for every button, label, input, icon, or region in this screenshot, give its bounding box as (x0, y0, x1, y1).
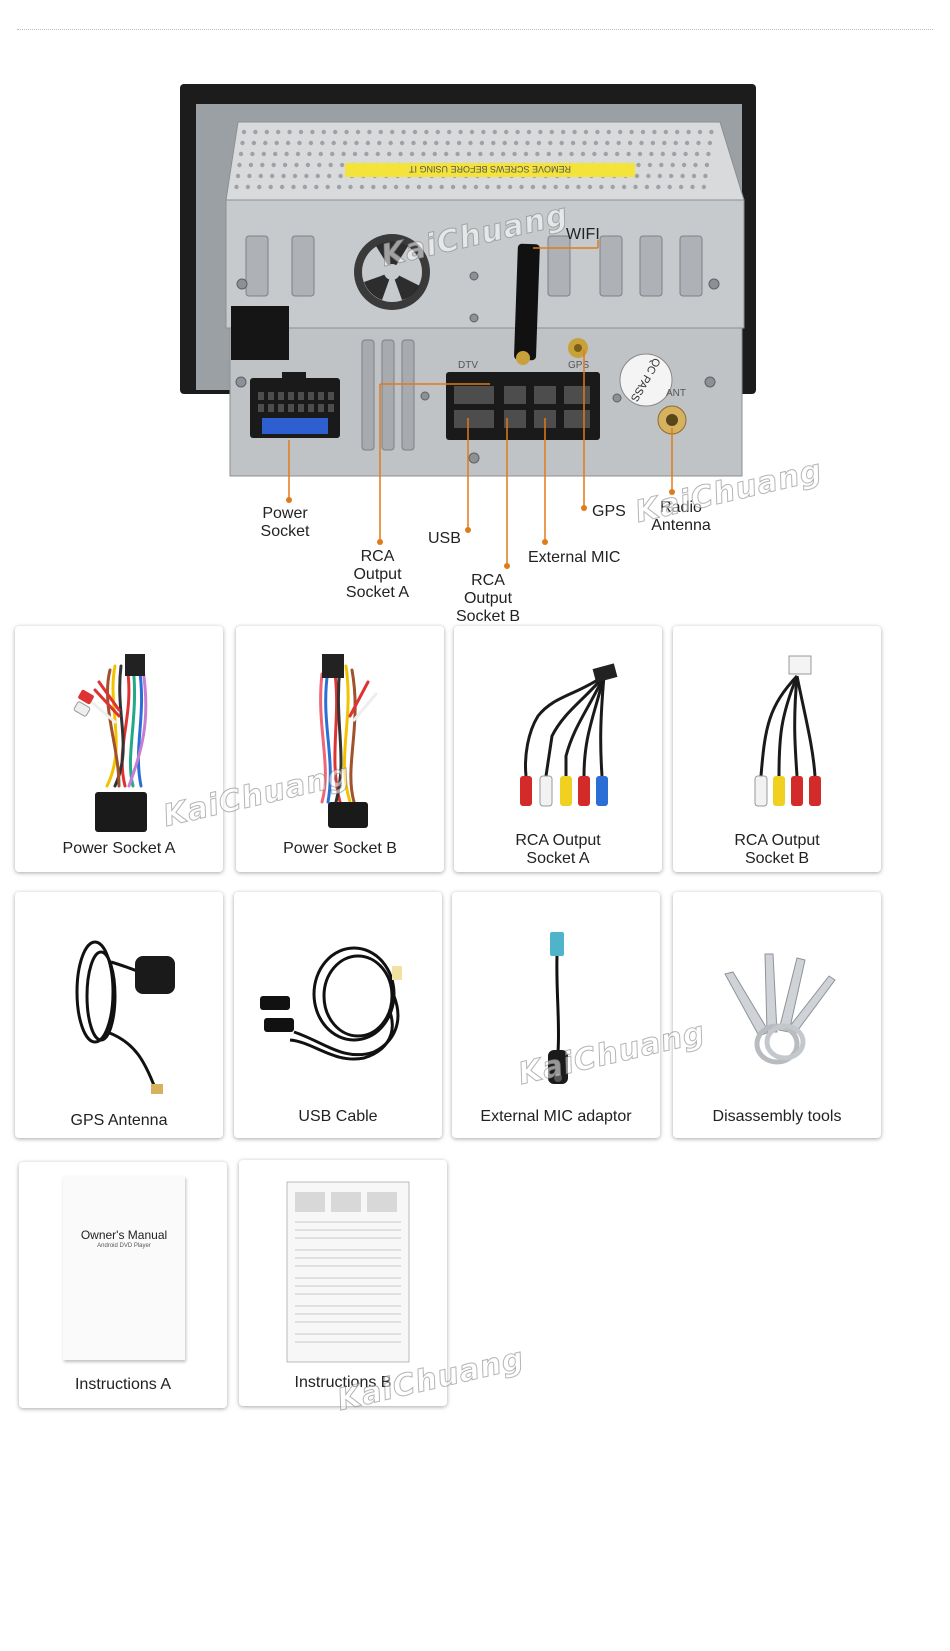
dtv-mark: DTV (458, 360, 478, 371)
card-label: Disassembly tools (712, 1108, 842, 1125)
callout-lines (286, 240, 675, 569)
gps-mark: GPS (568, 360, 589, 371)
callout-gps: GPS (592, 503, 626, 520)
usb-cable-image (260, 946, 402, 1061)
card-label: RCA Output Socket B (734, 832, 820, 867)
disassembly-tools-image (724, 953, 836, 1065)
sticker-text: REMOVE SCREWS BEFORE USING IT (408, 164, 571, 174)
card-label: Power Socket B (283, 840, 397, 857)
card-disassembly-tools: Disassembly tools (673, 892, 881, 1138)
unit-rear-illustration: REMOVE SCREWS BEFORE USING IT (180, 84, 756, 569)
card-instructions-a: Owner's Manual Android DVD Player Instru… (19, 1162, 227, 1408)
callout-external-mic: External MIC (528, 549, 621, 566)
card-power-socket-a: Power Socket A (15, 626, 223, 872)
gps-antenna-image (75, 940, 175, 1094)
card-label: Instructions B (294, 1374, 392, 1391)
card-rca-output-b: RCA Output Socket B (673, 626, 881, 872)
card-label: Instructions A (74, 1376, 172, 1393)
manual-pages-image (286, 1181, 410, 1363)
card-external-mic-adaptor: External MIC adaptor (452, 892, 660, 1138)
manual-subtitle: Android DVD Player (97, 1243, 151, 1249)
qc-pass-sticker (619, 353, 673, 407)
card-power-socket-b: Power Socket B (236, 626, 444, 872)
multi-connector (446, 372, 600, 440)
wifi-antenna (514, 243, 540, 361)
unit-rear-diagram: REMOVE SCREWS BEFORE USING IT (0, 0, 950, 660)
black-block (231, 306, 289, 360)
callout-radio-antenna: Radio Antenna (651, 499, 711, 534)
ant-mark: ANT (666, 388, 686, 399)
card-label: Power Socket A (62, 840, 176, 857)
card-label: USB Cable (298, 1108, 378, 1125)
mic-adaptor-image (548, 932, 568, 1084)
card-label: External MIC adaptor (480, 1108, 632, 1125)
rca-cable-image (520, 663, 618, 807)
top-divider (17, 29, 933, 30)
callout-rca-b: RCA Output Socket B (455, 572, 521, 625)
callout-wifi: WIFI (566, 226, 600, 243)
card-instructions-b: Instructions B (239, 1160, 447, 1406)
rca-cable-image (754, 655, 821, 807)
card-label: GPS Antenna (70, 1112, 168, 1129)
callout-usb: USB (428, 530, 461, 547)
manual-cover: Owner's Manual Android DVD Player (63, 1176, 185, 1360)
gps-puck (135, 956, 175, 994)
warning-sticker (345, 163, 635, 177)
card-label: RCA Output Socket A (515, 832, 601, 867)
harness-image (319, 654, 378, 828)
callout-rca-a: RCA Output Socket A (345, 548, 410, 601)
callout-power-socket: Power Socket (260, 505, 310, 540)
card-gps-antenna: GPS Antenna (15, 892, 223, 1138)
harness-image (73, 654, 148, 832)
card-rca-output-a: RCA Output Socket A (454, 626, 662, 872)
manual-title: Owner's Manual (80, 1228, 168, 1242)
card-usb-cable: USB Cable (234, 892, 442, 1138)
